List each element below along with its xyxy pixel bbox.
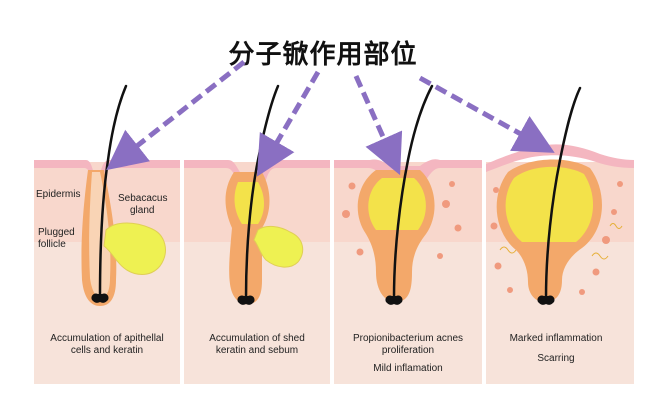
panel-3-caption-line-3: Mild inflamation: [373, 363, 442, 374]
panel-4-caption-line-1: Marked inflammation: [510, 333, 603, 344]
scar-fiber: [609, 223, 623, 229]
label-gland: gland: [130, 205, 154, 216]
panel-2-caption-line-2: keratin and sebum: [216, 345, 298, 356]
inflammation-spot: [442, 200, 450, 208]
inflammation-spot: [592, 268, 600, 276]
arrow-to-panel-3: [353, 74, 403, 176]
inflammation-spot: [494, 262, 502, 270]
label-follicle: follicle: [38, 239, 66, 250]
scar-fiber: [499, 246, 517, 254]
panel-1-caption-line-2: cells and keratin: [71, 345, 143, 356]
arrow-to-panel-2: [256, 70, 321, 177]
inflammation-spot: [493, 187, 499, 193]
inflammation-spot: [356, 248, 364, 256]
panel-4-caption-line-2: Scarring: [537, 353, 574, 364]
inflammation-spot: [617, 181, 623, 187]
panel-3-caption-line-1: Propionibacterium acnes: [353, 333, 463, 344]
panel-2-caption-line-1: Accumulation of shed: [209, 333, 305, 344]
panel-3-hair: [392, 84, 434, 300]
target-arrows: [106, 60, 555, 177]
panel-3-caption-line-2: proliferation: [382, 345, 434, 356]
arrow-to-panel-4: [418, 75, 555, 153]
panel-4-ruptured-plug: [505, 166, 594, 242]
arrow-to-panel-1: [106, 60, 246, 171]
inflammation-spot: [611, 209, 617, 215]
inflammation-spot: [454, 224, 462, 232]
label-plugged: Plugged: [38, 227, 75, 238]
inflammation-spot: [490, 222, 498, 230]
panel-4-hair-bulb: [537, 295, 555, 305]
panel-1-sebaceous-gland: [103, 222, 166, 275]
panel-1-caption-line-1: Accumulation of apithellal: [50, 333, 163, 344]
panel-2: Accumulation of shed keratin and sebum: [184, 84, 330, 384]
panel-2-sebaceous-gland: [253, 225, 304, 268]
page-title: 分子锨作用部位: [228, 40, 418, 70]
inflammation-spot: [437, 253, 443, 259]
panel-3: Propionibacterium acnes proliferation Mi…: [334, 84, 482, 384]
panel-1-hair-bulb: [91, 293, 109, 303]
inflammation-spot: [579, 289, 585, 295]
panel-2-keratin-plug: [234, 182, 264, 224]
panel-1-follicle-inner: [89, 172, 111, 298]
inflammation-spot: [602, 236, 610, 244]
label-sebacacus: Sebacacus: [118, 193, 167, 204]
scar-fiber: [591, 252, 609, 260]
label-epidermis: Epidermis: [36, 189, 80, 200]
inflammation-spot: [449, 181, 455, 187]
inflammation-spot: [507, 287, 513, 293]
inflammation-spot: [342, 210, 350, 218]
panel-4-hair: [544, 86, 582, 300]
panel-3-bacterial-plug: [368, 178, 426, 230]
panel-4: Marked inflammation Scarring: [486, 86, 634, 384]
inflammation-spot: [348, 182, 356, 190]
panel-3-hair-bulb: [385, 295, 403, 305]
panel-1: Epidermis Plugged follicle Sebacacus gla…: [34, 84, 180, 384]
panel-2-hair-bulb: [237, 295, 255, 305]
